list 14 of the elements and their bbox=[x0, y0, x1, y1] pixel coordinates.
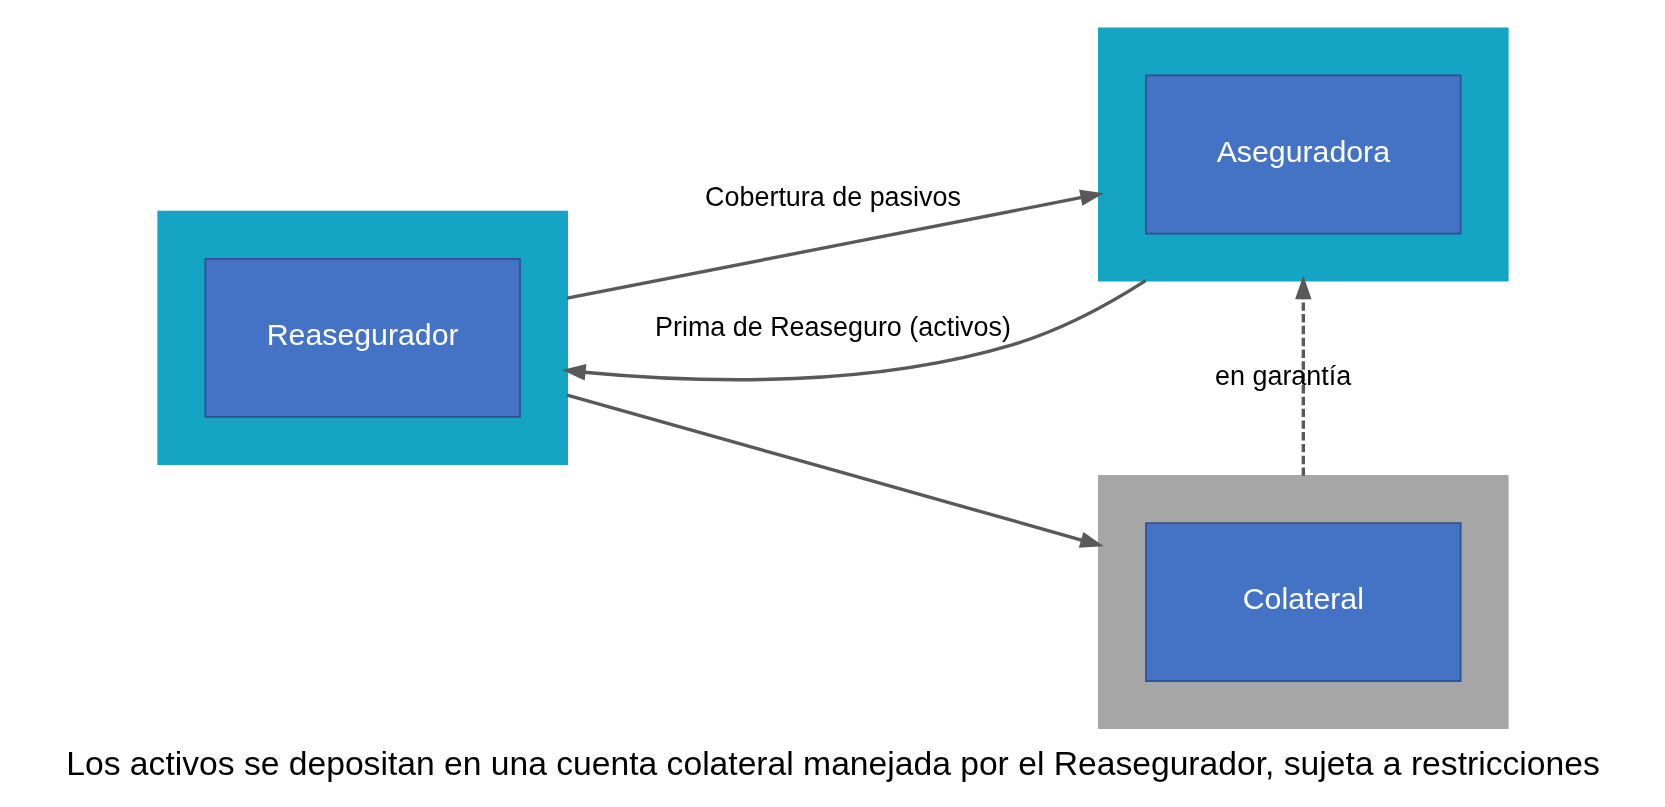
arrow bbox=[1294, 275, 1312, 476]
edge-label: en garantía bbox=[1214, 360, 1351, 391]
arrow bbox=[561, 279, 1147, 382]
node-box: Colateral bbox=[1144, 522, 1461, 682]
cluster bbox=[1097, 27, 1509, 282]
arrow bbox=[566, 189, 1104, 300]
node-box: Reasegurador bbox=[204, 257, 521, 418]
cluster bbox=[1097, 475, 1509, 730]
node-box: Aseguradora bbox=[1144, 74, 1461, 235]
arrow bbox=[566, 393, 1104, 548]
caption: Los activos se depositan en una cuenta colateral manejada por el Reasegurador, sujeta a restricciones bbox=[65, 745, 1600, 783]
cluster bbox=[156, 210, 568, 465]
edge-label: Prima de Reaseguro (activos) bbox=[654, 311, 1011, 342]
edge-label: Cobertura de pasivos bbox=[704, 182, 961, 213]
